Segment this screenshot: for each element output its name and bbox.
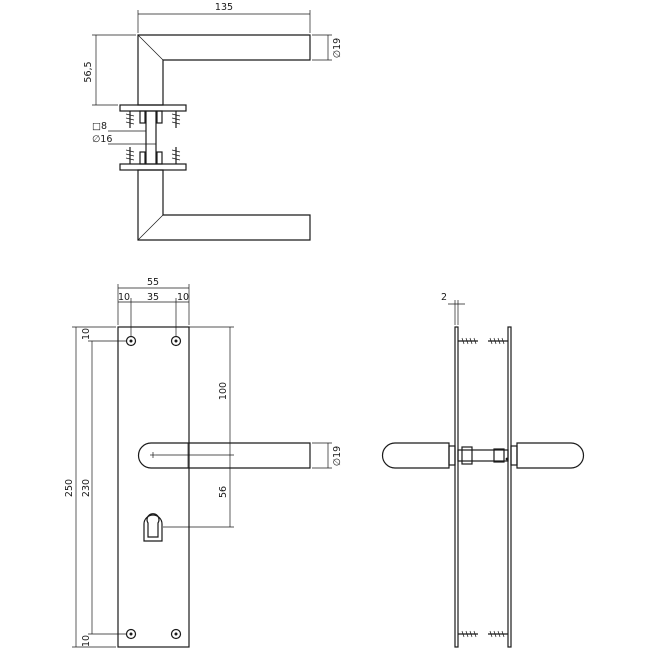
backplate	[117, 326, 190, 648]
dim-spindle-square: □8	[92, 121, 146, 132]
dim-top-diameter-symbol: ∅	[332, 50, 343, 58]
dim-plate-edge-right-label: 10	[177, 292, 189, 303]
top-lower-rose	[119, 163, 187, 171]
dim-top-diameter-label: 19	[332, 38, 343, 50]
top-screws-upper	[125, 110, 181, 128]
dim-rose-diameter-symbol: ∅	[92, 134, 100, 145]
dim-plate-height-label: 250	[64, 479, 75, 497]
side-lever-left	[381, 442, 450, 469]
dim-plate-hole-spacing-label: 35	[147, 292, 159, 303]
dim-handle-to-keyhole: 56	[156, 454, 234, 528]
dim-handle-to-keyhole-label: 56	[218, 486, 229, 498]
spindle	[145, 110, 157, 165]
side-lever-right	[516, 442, 585, 469]
svg-text:∅19: ∅19	[332, 38, 343, 58]
dim-handle-to-top: 100	[189, 326, 234, 455]
front-lever	[137, 442, 311, 469]
side-plate-left	[454, 326, 459, 648]
side-screws	[458, 337, 508, 638]
dim-plate-height: 250	[64, 326, 116, 648]
dim-rose-diameter: ∅16	[92, 134, 156, 145]
svg-text:∅19: ∅19	[332, 446, 343, 466]
top-view: 135 56,5 ∅19 □8 ∅16	[83, 2, 343, 241]
dim-top-height-label: 56,5	[83, 61, 94, 82]
dim-plate-hole-height: 230 10 10	[81, 328, 126, 647]
top-screws-lower	[125, 147, 181, 165]
dim-handle-to-top-label: 100	[218, 382, 229, 400]
dim-plate-width-label: 55	[147, 277, 159, 288]
dim-top-width: 135	[137, 2, 311, 33]
top-upper-lever	[137, 34, 311, 106]
side-view: 2	[381, 292, 585, 648]
dim-front-diameter-label: 19	[332, 446, 343, 458]
dim-plate-holes: 10 35 10	[118, 292, 189, 337]
dim-plate-edge-left-label: 10	[118, 292, 130, 303]
dim-spindle-square-symbol: □	[92, 121, 101, 132]
keyhole	[143, 513, 163, 542]
dim-plate-bottom-offset-label: 10	[81, 635, 92, 647]
dim-rose-diameter-label: 16	[100, 134, 112, 145]
svg-text:∅16: ∅16	[92, 134, 112, 145]
dim-front-diameter: ∅19	[312, 442, 343, 469]
dim-plate-hole-height-label: 230	[81, 479, 92, 497]
svg-text:□8: □8	[92, 121, 107, 132]
dim-top-height: 56,5	[83, 34, 136, 106]
front-view: 55 10 35 10 250 230 10 10	[64, 277, 343, 648]
dim-spindle-square-label: 8	[101, 121, 107, 132]
dim-plate-thickness: 2	[441, 292, 465, 325]
dim-plate-top-offset-label: 10	[81, 328, 92, 340]
dim-front-diameter-symbol: ∅	[332, 458, 343, 466]
top-lower-lever	[137, 169, 311, 241]
side-plate-right	[507, 326, 512, 648]
dim-plate-thickness-label: 2	[441, 292, 447, 303]
side-spindle	[457, 449, 509, 462]
dim-top-width-label: 135	[215, 2, 233, 13]
plate-screw-holes	[125, 335, 182, 640]
dim-plate-width: 55	[117, 277, 190, 325]
dim-top-diameter: ∅19	[312, 34, 343, 61]
top-upper-rose	[119, 104, 187, 112]
